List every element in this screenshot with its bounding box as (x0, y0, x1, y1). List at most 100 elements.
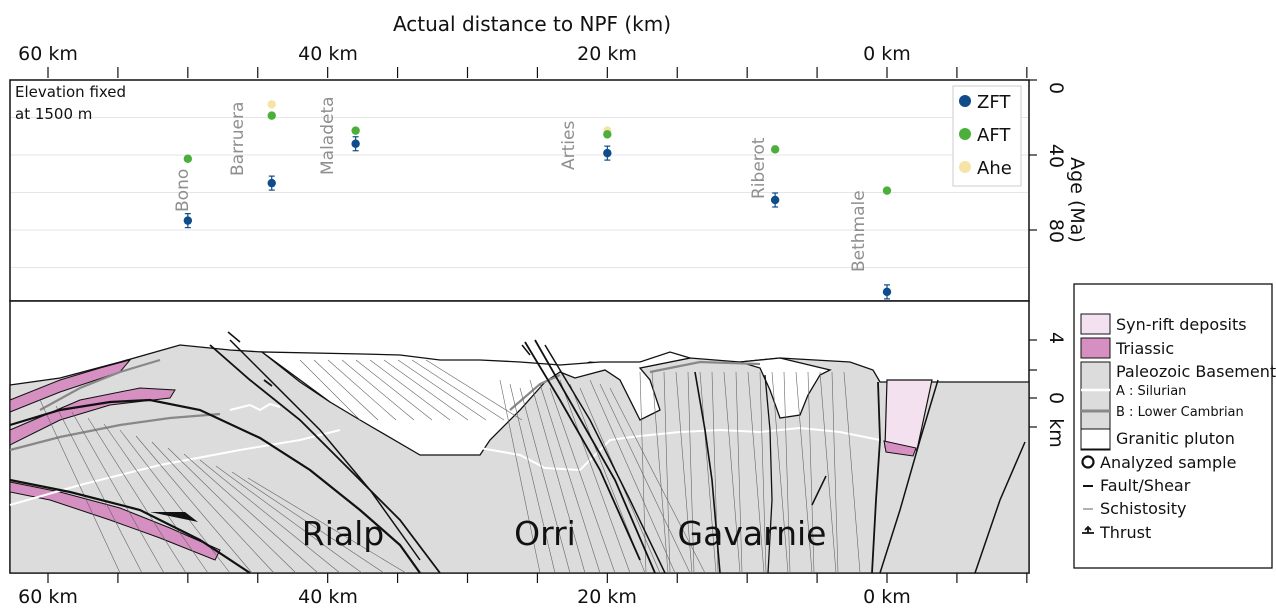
zft-legend-marker (959, 95, 971, 107)
schistosity-line (341, 359, 415, 421)
schistosity-lines (39, 359, 861, 574)
sample-label-maladeta: Maladeta (318, 96, 338, 175)
schistosity-line (843, 371, 861, 574)
schistosity-line (299, 359, 361, 421)
schistosity-line (183, 453, 319, 574)
shear-zone-2 (229, 339, 421, 561)
sample-label-arties: Arties (559, 121, 579, 170)
zft-legend-label: ZFT (977, 92, 1011, 113)
schistosity-line (151, 441, 275, 574)
schistosity-line (699, 371, 717, 574)
analyzed-sample-icon (1081, 455, 1095, 469)
aft-point (351, 126, 360, 135)
rialp-thrust (9, 398, 421, 574)
thrust-arrow-icon (521, 344, 531, 356)
schistosity-line (529, 379, 586, 574)
schistosity-line (119, 429, 231, 574)
gavarnie-fault-1 (694, 371, 721, 574)
top-tick-label: 60 km (18, 43, 78, 65)
sample-label-riberot: Riberot (749, 137, 769, 199)
schistosity-line (599, 383, 691, 574)
schistosity-line (55, 405, 143, 574)
bottom-tick-label: 20 km (577, 586, 637, 608)
ahe-point (267, 100, 276, 109)
schistosity-line (609, 387, 706, 574)
schistosity-line (759, 371, 767, 574)
silurian-level-left (9, 429, 341, 506)
aft-point (603, 130, 612, 139)
age-data-points (183, 100, 892, 300)
analyzed-legend-label: Analyzed sample (1100, 453, 1236, 472)
schistosity-line (231, 471, 385, 574)
paleozoic-legend-label: Paleozoic Basement (1116, 362, 1276, 381)
schistosity-line (559, 379, 631, 574)
shear-zone-1 (209, 344, 441, 574)
schistosity-line (771, 371, 789, 574)
schistosity-line (783, 371, 791, 574)
schistosity-line (663, 371, 671, 574)
thrust-arrow-icon (811, 475, 827, 506)
top-tick-label: 20 km (577, 43, 637, 65)
elevation-tick-label: 4 (1045, 332, 1067, 344)
sample-label-barruera: Barruera (228, 102, 248, 176)
cambrian-level-left (9, 412, 221, 452)
aft-legend-label: AFT (977, 125, 1011, 146)
elevation-axis: 4 0 km (1029, 332, 1067, 448)
age-axis: 0 40 80 Age (Ma) (1029, 79, 1088, 243)
lower-thrust (9, 478, 251, 574)
schistosity-line (651, 371, 669, 574)
aft-legend-marker (959, 128, 971, 140)
schistosity-line (549, 387, 616, 574)
top-tick-label: 0 km (863, 43, 911, 65)
granitic-pluton-maladeta (259, 351, 691, 456)
schistosity-line (519, 387, 571, 574)
fault-legend-label: Fault/Shear (1100, 476, 1191, 495)
pluton-legend-label: Granitic pluton (1116, 429, 1235, 448)
northern-fault-2 (974, 441, 1026, 574)
bottom-tick-label: 60 km (18, 586, 78, 608)
schistosity-legend-label: Schistosity (1100, 499, 1186, 518)
zft-point (603, 148, 612, 158)
zft-point (183, 216, 193, 225)
age-tick-label: 0 (1045, 82, 1067, 94)
top-axis-ticks (47, 67, 1028, 78)
zft-point (882, 287, 892, 297)
schistosity-line (589, 379, 676, 574)
age-tick-label: 80 (1045, 219, 1067, 243)
schistosity-line (831, 371, 839, 574)
nord-pyrenean-fault (871, 381, 881, 574)
synrift-swatch (1080, 313, 1111, 335)
schistosity-line (639, 371, 647, 574)
synrift-legend-label: Syn-rift deposits (1116, 315, 1247, 334)
triassic-legend-label: Triassic (1115, 339, 1174, 358)
bottom-tick-label: 40 km (298, 586, 358, 608)
cambrian-level-gavarnie (649, 360, 761, 374)
schistosity-line (411, 359, 505, 421)
elevation-tick-label: 0 (1045, 392, 1067, 404)
aft-point (267, 111, 276, 120)
age-gridlines (11, 117, 1028, 268)
zft-point (770, 195, 780, 205)
cambrian-level-upper (39, 358, 161, 411)
schistosity-line (199, 459, 341, 574)
schistosity-line (313, 359, 379, 421)
gavarnie-fault-2 (764, 374, 773, 574)
aft-point (882, 186, 892, 195)
unit-label-orri: Orri (514, 514, 576, 553)
top-axis-title: Actual distance to NPF (km) (393, 12, 671, 36)
schistosity-line (71, 411, 165, 574)
sample-label-bono: Bono (173, 169, 193, 212)
elevation-unit: km (1045, 418, 1067, 448)
aft-point (183, 154, 193, 163)
schistosity-line (39, 399, 121, 574)
schistosity-line (425, 359, 523, 421)
thrust-icon (1082, 525, 1094, 534)
triassic-swatch (1080, 337, 1111, 359)
schistosity-line (687, 371, 695, 574)
schistosity-line (355, 359, 433, 421)
lithology-legend: Syn-rift deposits Triassic Paleozoic Bas… (1073, 283, 1276, 569)
schistosity-line (819, 371, 837, 574)
elevation-note-line1: Elevation fixed (15, 83, 126, 101)
age-axis-title: Age (Ma) (1066, 157, 1088, 243)
